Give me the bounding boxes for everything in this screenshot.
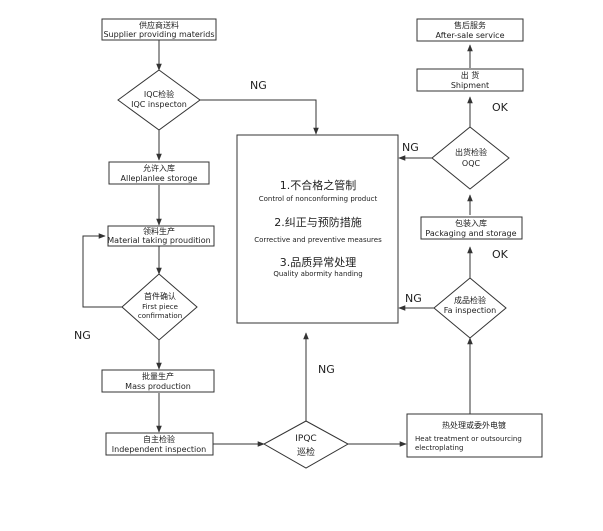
fa-inspection-en: Fa inspection (444, 306, 497, 315)
material-taking-zh: 领料生产 (143, 226, 175, 236)
ipqc-line1: IPQC (295, 434, 316, 444)
ng-label-iqc: NG (250, 79, 267, 92)
first-piece-en1: First piece (142, 303, 178, 311)
mass-production-en: Mass production (125, 382, 191, 391)
ipqc-line2: 巡检 (297, 446, 315, 458)
shipment-node: 出 货 Shipment (416, 68, 524, 92)
ok-label-oqc: OK (492, 101, 509, 114)
center-item-3-zh: 3.品质异常处理 (280, 256, 357, 269)
arrow-first-piece-ng-loop (82, 233, 122, 308)
iqc-en: IQC inspecton (131, 100, 187, 109)
heat-treatment-zh: 热处理或委外电镀 (442, 420, 506, 430)
storage-zh: 允许入库 (143, 163, 175, 173)
mass-production-node: 批量生产 Mass production (101, 369, 215, 393)
connectors (82, 40, 473, 447)
center-item-1-en: Control of nonconforming product (259, 195, 378, 203)
packaging-en: Packaging and storage (425, 229, 516, 238)
heat-treatment-node: 热处理或委外电镀 Heat treatment or outsourcing e… (406, 413, 543, 458)
iqc-decision: IQC检验 IQC inspecton (117, 69, 201, 131)
material-taking-en: Material taking proudition (107, 236, 210, 245)
ng-label-first-piece: NG (74, 329, 91, 342)
after-sale-en: After-sale service (436, 31, 505, 40)
oqc-decision: 出货检验 OQC (431, 126, 510, 190)
iqc-zh: IQC检验 (144, 89, 174, 99)
after-sale-zh: 售后服务 (454, 20, 486, 30)
center-item-2-zh: 2.纠正与预防措施 (274, 215, 362, 229)
supplier-node: 供应商送料 Supplier providing materids (101, 18, 217, 41)
center-item-1-zh: 1.不合格之管制 (280, 178, 357, 192)
fa-inspection-zh: 成品检验 (454, 295, 486, 305)
packaging-zh: 包装入库 (455, 218, 487, 228)
fa-inspection-decision: 成品检验 Fa inspection (433, 277, 507, 339)
material-taking-node: 领料生产 Material taking proudition (107, 225, 215, 247)
shipment-zh: 出 货 (461, 70, 480, 80)
independent-zh: 自主检验 (143, 434, 175, 444)
mass-production-zh: 批量生产 (142, 371, 174, 381)
arrow-iqc-ng-to-center (200, 99, 319, 135)
independent-inspection-node: 自主检验 Independent inspection (105, 432, 214, 456)
supplier-en: Supplier providing materids (103, 30, 214, 39)
storage-en: Alleplanlee storoge (121, 174, 198, 183)
ipqc-decision: IPQC 巡检 (262, 420, 350, 469)
independent-en: Independent inspection (112, 445, 206, 454)
ng-label-fa: NG (405, 292, 422, 305)
ok-label-fa: OK (492, 248, 509, 261)
shipment-en: Shipment (451, 81, 489, 90)
oqc-en: OQC (462, 159, 481, 168)
first-piece-decision: 首件确认 First piece confirmation (121, 273, 198, 341)
center-item-2-en: Corrective and preventive measures (254, 236, 382, 244)
edge-labels: NG NG NG NG NG OK OK (74, 79, 509, 376)
oqc-zh: 出货检验 (455, 147, 487, 157)
quality-control-box: 1.不合格之管制 Control of nonconforming produc… (236, 134, 399, 324)
center-item-3-en: Quality abormity handing (273, 270, 362, 278)
packaging-node: 包装入库 Packaging and storage (420, 216, 523, 240)
supplier-zh: 供应商送料 (139, 20, 179, 30)
heat-treatment-en2: electroplating (415, 444, 463, 452)
first-piece-zh: 首件确认 (144, 291, 176, 301)
first-piece-en2: confirmation (138, 312, 182, 320)
storage-node: 允许入库 Alleplanlee storoge (108, 161, 210, 185)
ng-label-ipqc: NG (318, 363, 335, 376)
heat-treatment-en1: Heat treatment or outsourcing (415, 435, 522, 443)
after-sale-node: 售后服务 After-sale service (416, 18, 524, 42)
ng-label-oqc: NG (402, 141, 419, 154)
